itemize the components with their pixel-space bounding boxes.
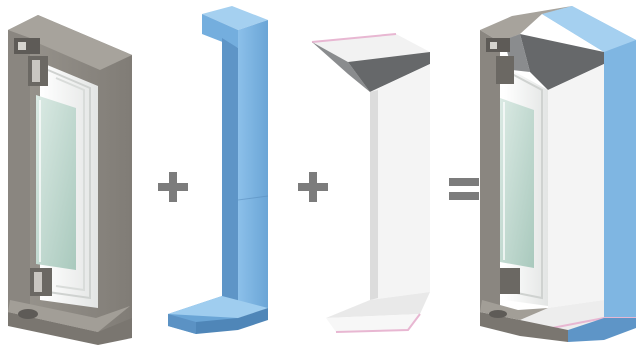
equals-icon	[449, 178, 479, 200]
installed-window-result	[480, 6, 636, 342]
insulation-wrap	[168, 6, 268, 334]
interior-lining	[312, 34, 430, 332]
plus-icon	[158, 172, 188, 202]
window-frame-section	[8, 15, 132, 345]
plus-icon	[298, 172, 328, 202]
